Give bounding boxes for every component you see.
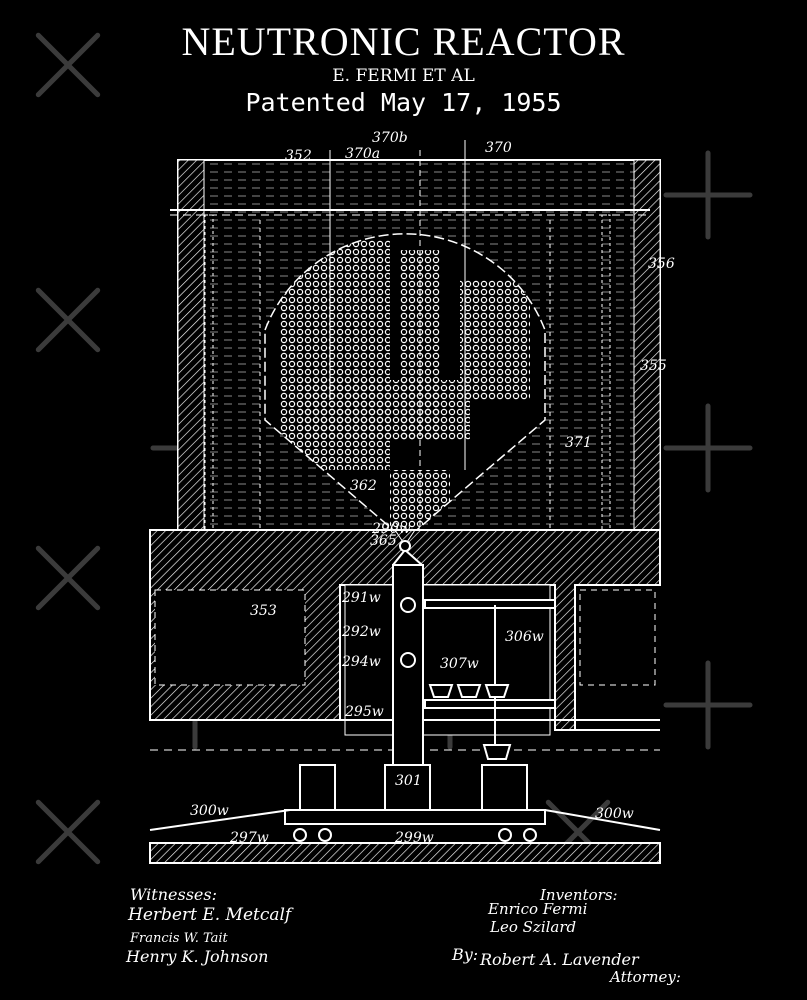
watermark-cross (35, 799, 101, 865)
label-295w: 295w (344, 704, 384, 720)
label-291w: 291w (341, 590, 381, 606)
inventors-heading: Inventors: (539, 886, 618, 904)
label-307w: 307w (440, 656, 479, 672)
witness-signature-3: Henry K. Johnson (125, 947, 268, 966)
label-299w: 299w (394, 830, 434, 846)
watermark-cross (663, 403, 753, 493)
watermark-cross (35, 545, 101, 611)
signature-block: Witnesses: Herbert E. Metcalf Francis W.… (125, 885, 681, 986)
inventor-name-1: Enrico Fermi (487, 900, 588, 918)
label-301: 301 (395, 773, 422, 789)
label-297w: 297w (229, 830, 269, 846)
label-355: 355 (640, 358, 667, 374)
attorney-signature: Robert A. Lavender (479, 950, 640, 969)
label-370b: 370b (372, 130, 408, 146)
control-column (392, 540, 556, 791)
watermark-cross (35, 32, 101, 98)
label-356: 356 (648, 256, 675, 272)
label-370: 370 (485, 140, 512, 156)
label-362: 362 (350, 478, 377, 494)
label-290w: 290w (371, 521, 411, 537)
watermark-cross (545, 799, 611, 865)
patent-date: Patented May 17, 1955 (245, 88, 562, 117)
label-300w-right: 300w (595, 806, 634, 822)
label-294w: 294w (341, 654, 381, 670)
label-292w: 292w (341, 624, 381, 640)
witness-signature-2: Francis W. Tait (129, 931, 229, 946)
attorney-label: Attorney: (608, 968, 681, 986)
label-353: 353 (250, 603, 277, 619)
label-370a: 370a (345, 146, 380, 162)
label-300w-left: 300w (190, 803, 229, 819)
inventor-line: E. FERMI ET AL (332, 66, 475, 86)
label-371: 371 (565, 435, 592, 451)
drawing-title: NEUTRONIC REACTOR (181, 19, 626, 64)
witnesses-heading: Witnesses: (130, 885, 217, 904)
label-365: 365 (370, 533, 397, 549)
by-label: By: (451, 945, 478, 964)
label-306w: 306w (505, 629, 544, 645)
cart-base (149, 764, 661, 864)
watermark-cross (35, 287, 101, 353)
reference-labels: 352 370a 370b 370 356 355 371 362 290w 3… (190, 130, 675, 846)
watermark-cross (663, 150, 753, 240)
label-352: 352 (285, 148, 312, 164)
watermark-cross (663, 660, 753, 750)
witness-signature-1: Herbert E. Metcalf (127, 905, 294, 925)
inventor-name-2: Leo Szilard (489, 918, 576, 936)
reactor-core (264, 140, 546, 560)
